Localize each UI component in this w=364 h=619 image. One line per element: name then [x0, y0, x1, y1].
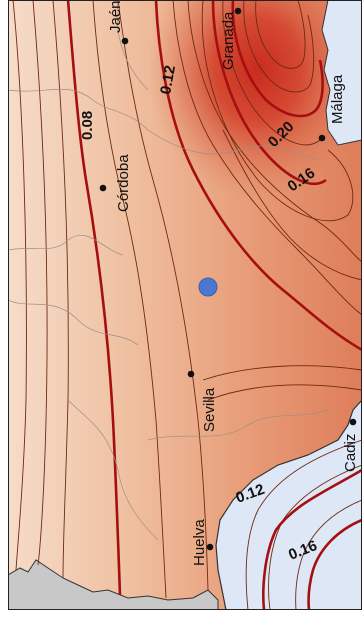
city-dot-cordoba — [99, 184, 107, 192]
city-dot-cadiz — [349, 418, 357, 426]
map-border — [8, 0, 362, 610]
contour-label-008: 0.08 — [79, 111, 96, 140]
city-label-sevilla: Sevilla — [201, 387, 218, 432]
city-label-cordoba: Córdoba — [115, 154, 132, 212]
sea-east — [321, 0, 362, 146]
city-label-cadiz: Cadiz — [342, 434, 359, 472]
city-label-huelva: Huelva — [191, 519, 208, 566]
city-dot-sevilla — [187, 370, 195, 378]
neighbor-land — [8, 559, 219, 610]
city-dot-huelva — [206, 543, 214, 551]
city-dot-granada — [234, 7, 242, 15]
location-marker-icon — [198, 277, 218, 297]
city-dot-jaen — [121, 37, 129, 45]
granada-hotspot — [148, 0, 362, 200]
city-label-granada: Granada — [220, 11, 237, 70]
map-canvas: Jaén Granada Málaga Córdoba Sevilla Cadi… — [8, 0, 362, 610]
seismic-hazard-map: Jaén Granada Málaga Córdoba Sevilla Cadi… — [8, 0, 362, 610]
city-label-jaen: Jaén — [107, 0, 124, 33]
contour-label-012-north: 0.12 — [157, 64, 179, 96]
sea-south — [215, 399, 362, 610]
city-label-malaga: Málaga — [329, 74, 346, 124]
city-dot-malaga — [318, 134, 326, 142]
